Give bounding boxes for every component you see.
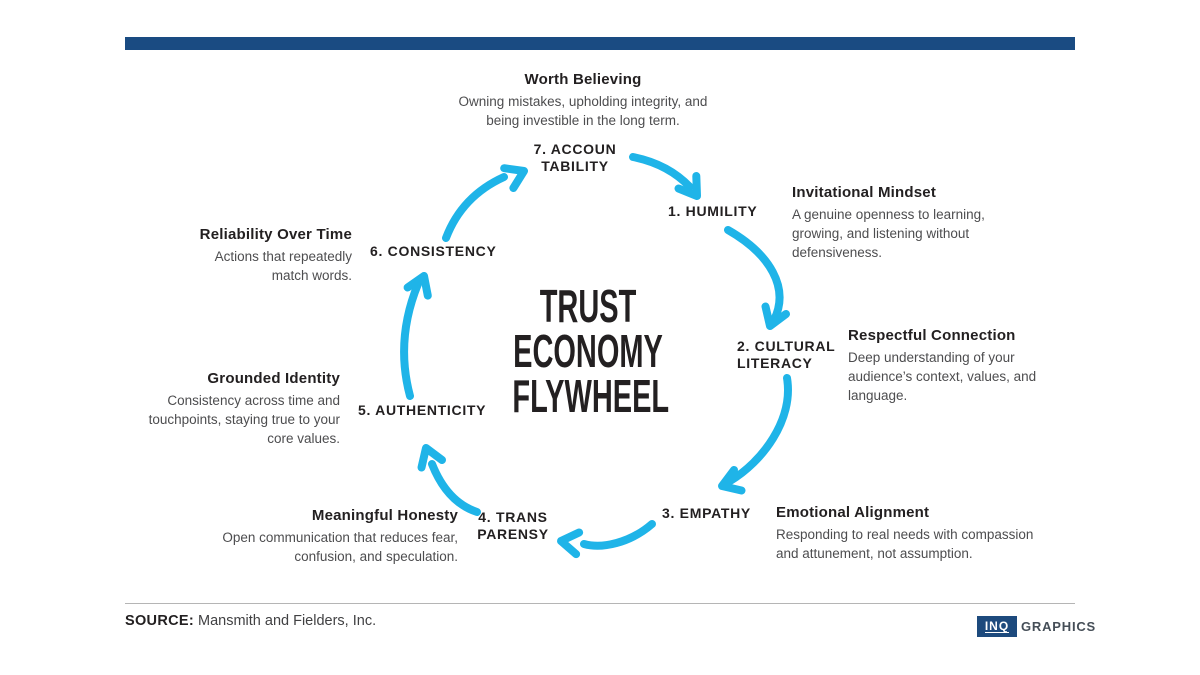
inq-logo-text: INQ [984, 619, 1010, 633]
arrow-6-to-7-icon [442, 164, 528, 242]
note-title: Respectful Connection [848, 327, 1016, 344]
inq-logo-icon: INQ [977, 616, 1017, 637]
note-body: Responding to real needs with compassion… [776, 527, 1034, 561]
note-title: Emotional Alignment [776, 504, 930, 521]
arrow-4-to-5-icon [417, 444, 481, 516]
note-title: Worth Believing [524, 71, 642, 88]
arrow-3-to-4-icon [557, 520, 656, 559]
note-grounded-identity: Grounded Identity Consistency across tim… [120, 370, 340, 448]
note-title: Reliability Over Time [199, 226, 352, 243]
note-meaningful-honesty: Meaningful Honesty Open communication th… [188, 507, 458, 566]
arrow-1-to-2-icon [724, 226, 790, 330]
footer-divider [125, 603, 1075, 604]
note-emotional-alignment: Emotional Alignment Responding to real n… [776, 504, 1046, 563]
graphics-logo-text: GRAPHICS [1021, 619, 1097, 634]
page-title: TRUST ECONOMY FLYWHEEL [468, 280, 708, 422]
top-accent-bar [125, 37, 1075, 50]
step-label-transparensy: 4. TRANS PARENSY [477, 509, 549, 542]
source-attribution: SOURCE: Mansmith and Fielders, Inc. [125, 613, 376, 629]
step-label-empathy: 3. EMPATHY [662, 505, 751, 521]
note-reliability-over-time: Reliability Over Time Actions that repea… [142, 226, 352, 285]
note-invitational-mindset: Invitational Mindset A genuine openness … [792, 184, 1022, 262]
note-body: Open communication that reduces fear, co… [222, 530, 458, 564]
title-line-1: TRUST [539, 280, 637, 332]
inq-graphics-logo: INQ GRAPHICS [977, 616, 1096, 637]
step-label-cultural-literacy: 2. CULTURAL LITERACY [737, 338, 836, 371]
note-body: Deep understanding of your audience’s co… [848, 350, 1037, 403]
step-label-accountability: 7. ACCOUN TABILITY [533, 141, 617, 174]
note-title: Invitational Mindset [792, 184, 937, 201]
note-respectful-connection: Respectful Connection Deep understanding… [848, 327, 1058, 405]
step-label-humility: 1. HUMILITY [668, 203, 758, 219]
step-label-authenticity: 5. AUTHENTICITY [358, 402, 487, 418]
title-line-3: FLYWHEEL [512, 370, 670, 422]
arrow-2-to-3-icon [718, 374, 792, 495]
note-worth-believing: Worth Believing Owning mistakes, upholdi… [433, 71, 733, 130]
note-body: Owning mistakes, upholding integrity, an… [458, 94, 708, 128]
note-title: Grounded Identity [207, 370, 340, 387]
note-body: Consistency across time and touchpoints,… [148, 393, 340, 446]
source-label: SOURCE: [125, 613, 194, 629]
step-label-consistency: 6. CONSISTENCY [370, 243, 497, 259]
arrow-5-to-6-icon [400, 272, 432, 400]
arrow-7-to-1-icon [629, 153, 701, 200]
title-line-2: ECONOMY [513, 325, 663, 377]
source-text: Mansmith and Fielders, Inc. [193, 613, 377, 629]
note-title: Meaningful Honesty [311, 507, 458, 524]
note-body: A genuine openness to learning, growing,… [792, 207, 985, 260]
note-body: Actions that repeatedly match words. [214, 249, 352, 283]
